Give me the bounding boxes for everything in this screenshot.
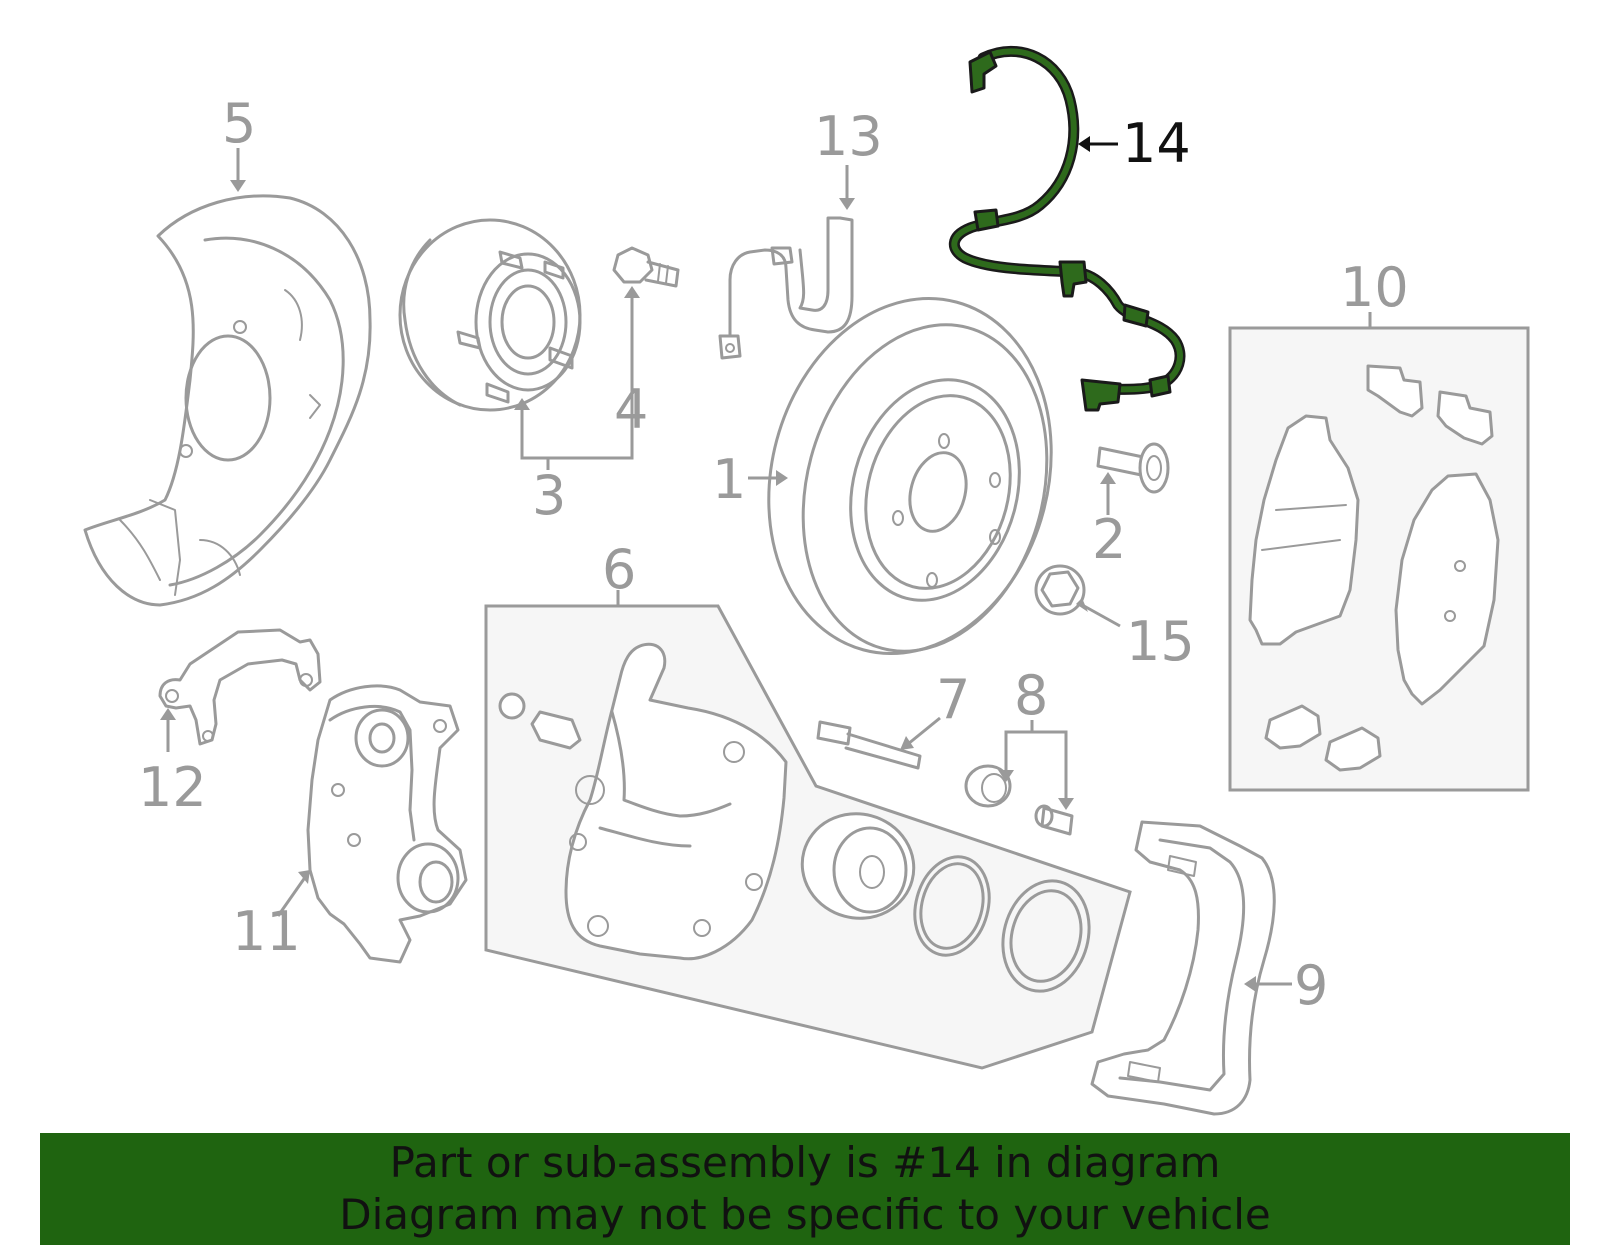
leader-8 [1004,730,1068,802]
leader-5-arrow [230,180,246,192]
part-6-caliper-assembly[interactable] [484,604,1132,1070]
leader-9-arrow [1244,976,1256,992]
part-14-wheel-speed-sensor[interactable] [948,45,1186,412]
part-5-splash-shield[interactable] [83,194,372,607]
callout-14: 14 [1122,112,1191,175]
callout-9: 9 [1294,954,1328,1017]
part-15-nut[interactable] [1034,564,1086,616]
leader-3-arrow [514,398,530,410]
callout-8: 8 [1014,664,1048,727]
callout-2: 2 [1092,508,1126,571]
callout-12: 12 [138,756,207,819]
callout-6: 6 [602,538,636,601]
leader-14-arrow [1078,136,1090,152]
callout-5: 5 [222,92,256,155]
part-3-hub-bearing[interactable] [398,218,582,412]
part-7-guide-pin[interactable] [816,720,922,770]
leader-1-arrow [776,470,788,486]
part-11-caliper-actuator[interactable] [306,684,468,964]
part-2-screw[interactable] [1096,442,1170,494]
callout-3: 3 [532,464,566,527]
part-4-bolt[interactable] [612,246,680,288]
leader-8-arrow-a [998,770,1014,782]
leader-2-arrow [1100,472,1116,484]
part-9-caliper-bracket[interactable] [1090,820,1276,1116]
banner-line-1: Part or sub-assembly is #14 in diagram [389,1138,1221,1187]
info-banner: Part or sub-assembly is #14 in diagram D… [40,1133,1570,1245]
callout-7: 7 [936,668,970,731]
callout-4: 4 [614,378,648,441]
callout-10: 10 [1340,256,1409,319]
leader-7 [907,716,941,746]
banner-line-2: Diagram may not be specific to your vehi… [339,1190,1271,1239]
part-13-brake-hose[interactable] [718,216,854,360]
leader-7-arrow [900,736,914,750]
leader-11 [276,875,308,917]
banner-background [40,1133,1570,1245]
part-8-boots[interactable] [964,764,1074,836]
leader-15 [1083,604,1121,628]
part-1-rotor[interactable] [730,266,1090,685]
callout-15: 15 [1126,610,1195,673]
leader-12-arrow [160,708,176,720]
part-12-bracket[interactable] [158,628,322,746]
leader-3-4 [520,295,634,460]
leader-11-arrow [298,870,310,884]
leader-4-arrow [624,286,640,298]
leader-8-arrow-b [1058,798,1074,810]
callout-11: 11 [232,900,301,963]
callout-13: 13 [814,105,883,168]
leader-15-arrow [1076,598,1088,612]
part-10-brake-pad-kit[interactable] [1228,326,1530,792]
leader-13-arrow [839,198,855,210]
callout-1: 1 [712,448,746,511]
